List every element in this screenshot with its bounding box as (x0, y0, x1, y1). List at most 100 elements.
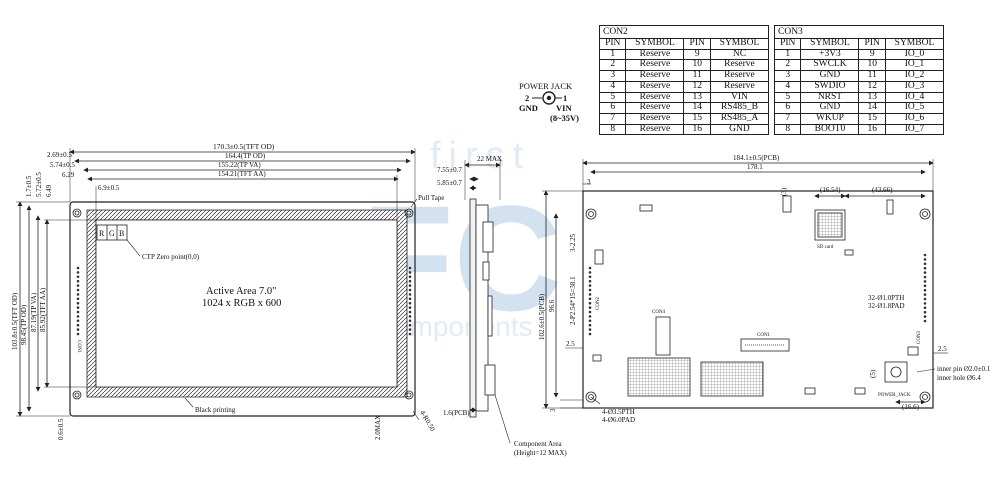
chip-right (700, 361, 764, 397)
header-pin (923, 302, 927, 305)
front-pin-header-left (76, 266, 80, 336)
holes-pth: 4-Ø3.5PTH (602, 408, 635, 416)
front-mounting-holes (72, 208, 414, 400)
con2-cell: VIN (709, 91, 770, 104)
inner-pin: inner pin Ø2.0±0.1 (937, 365, 991, 373)
power-jack-symbol: POWER JACK 2 1 GND VIN (8~35V) (519, 81, 579, 123)
dim-tft-od: 170.3±0.5(TFT OD) (213, 142, 275, 151)
dim-3-bottom: 3 (549, 408, 557, 412)
con3-cell: 12 (858, 80, 886, 93)
dim-pitch: 2-P2.54*15=38.1 (569, 276, 577, 325)
back-sd-label: SD card (817, 245, 834, 250)
con2-cell: 7 (598, 112, 627, 125)
con2-cell: Reserve (709, 59, 770, 72)
header-pin (76, 328, 80, 331)
header-pin (408, 306, 412, 309)
header-pin (923, 284, 927, 288)
pth-32: 32-Ø1.0PTH (868, 294, 904, 302)
header-pin (588, 306, 592, 309)
con3-cell: SWDIO (800, 80, 860, 93)
front-view (16, 148, 420, 421)
header-pin (923, 293, 927, 296)
con3-cell: GND (800, 70, 860, 82)
con2-cell: 4 (598, 80, 627, 93)
back-con1-label: CON1 (757, 333, 771, 338)
header-pin (588, 319, 592, 323)
con3-cell: IO_4 (884, 91, 945, 104)
header-pin (923, 306, 927, 310)
dim-16-54: (16.54) (820, 186, 841, 194)
con2-cell: 16 (683, 123, 711, 136)
con2-header-symbol-a: SYMBOL (625, 38, 685, 50)
header-pin (76, 293, 80, 296)
con2-cell: Reserve (625, 59, 685, 72)
con2-cell: 13 (683, 91, 711, 104)
con2-title: CON2 (599, 25, 769, 38)
con2-cell: GND (709, 123, 770, 136)
dim-2-69: 2.69±0.5 (47, 151, 72, 159)
header-pin (408, 279, 412, 283)
header-pin (408, 293, 412, 296)
header-pin (588, 328, 592, 331)
con3-cell: 4 (773, 80, 802, 93)
dim-3-small: (3) (780, 187, 788, 196)
con3-header-pin-b: PIN (858, 38, 886, 50)
header-pin (76, 297, 80, 301)
dim-6-29: 6.29 (62, 171, 75, 179)
header-pin (923, 319, 927, 323)
con2-cell: 1 (598, 48, 627, 61)
dim-6-49: 6.49 (45, 184, 53, 197)
con3-cell: IO_2 (884, 70, 945, 82)
dim-6-9: 6.9±0.5 (98, 184, 120, 192)
con3-cell: SWCLK (800, 59, 860, 72)
header-pin (76, 266, 80, 270)
back-con3-label: CON3 (917, 330, 922, 344)
active-area (95, 219, 398, 388)
header-pin (408, 323, 412, 327)
dim-16-6: (16.6) (902, 403, 920, 411)
con3-cell: 11 (858, 70, 886, 82)
header-pin (408, 288, 412, 292)
con2-cell: Reserve (625, 112, 685, 125)
header-pin (408, 301, 412, 305)
header-pin (588, 315, 592, 318)
con3-header-symbol-a: SYMBOL (800, 38, 860, 50)
header-pin (408, 319, 412, 323)
power-jack-range: (8~35V) (550, 113, 579, 123)
header-pin (923, 253, 927, 257)
con2-cell: Reserve (625, 123, 685, 136)
header-pin (408, 271, 412, 274)
header-pin (923, 310, 927, 314)
con3-title: CON3 (774, 25, 944, 38)
header-pin (408, 310, 412, 314)
back-pin-header-left (588, 266, 592, 336)
con3-cell: IO_7 (884, 123, 945, 136)
con3-cell: IO_5 (884, 102, 945, 114)
dim-5-85: 5.85±0.7 (437, 179, 462, 187)
con3-cell: +3V3 (800, 48, 860, 61)
dim-0-6: 0.6±0.5 (57, 418, 65, 440)
back-power-jack-label: POWER_JACK (878, 393, 911, 398)
con2-cell: RS485_B (709, 102, 770, 114)
active-area-label: Active Area 7.0" (206, 286, 276, 297)
back-view (542, 159, 948, 409)
dim-1-7: 1.7±0.5 (25, 175, 33, 197)
header-pin (76, 319, 80, 323)
tft-outline (69, 201, 416, 417)
header-pin (588, 266, 592, 270)
pcb-outline (582, 190, 934, 409)
header-pin (588, 284, 592, 287)
back-con4-label: CON4 (652, 310, 666, 315)
dim-2-0-max: 2.0MAX (374, 415, 382, 440)
header-pin (923, 266, 927, 270)
dim-7-55: 7.55±0.7 (437, 166, 462, 174)
header-pin (588, 275, 592, 279)
ctp-zero-point: CTP Zero point(0,0) (142, 253, 200, 261)
